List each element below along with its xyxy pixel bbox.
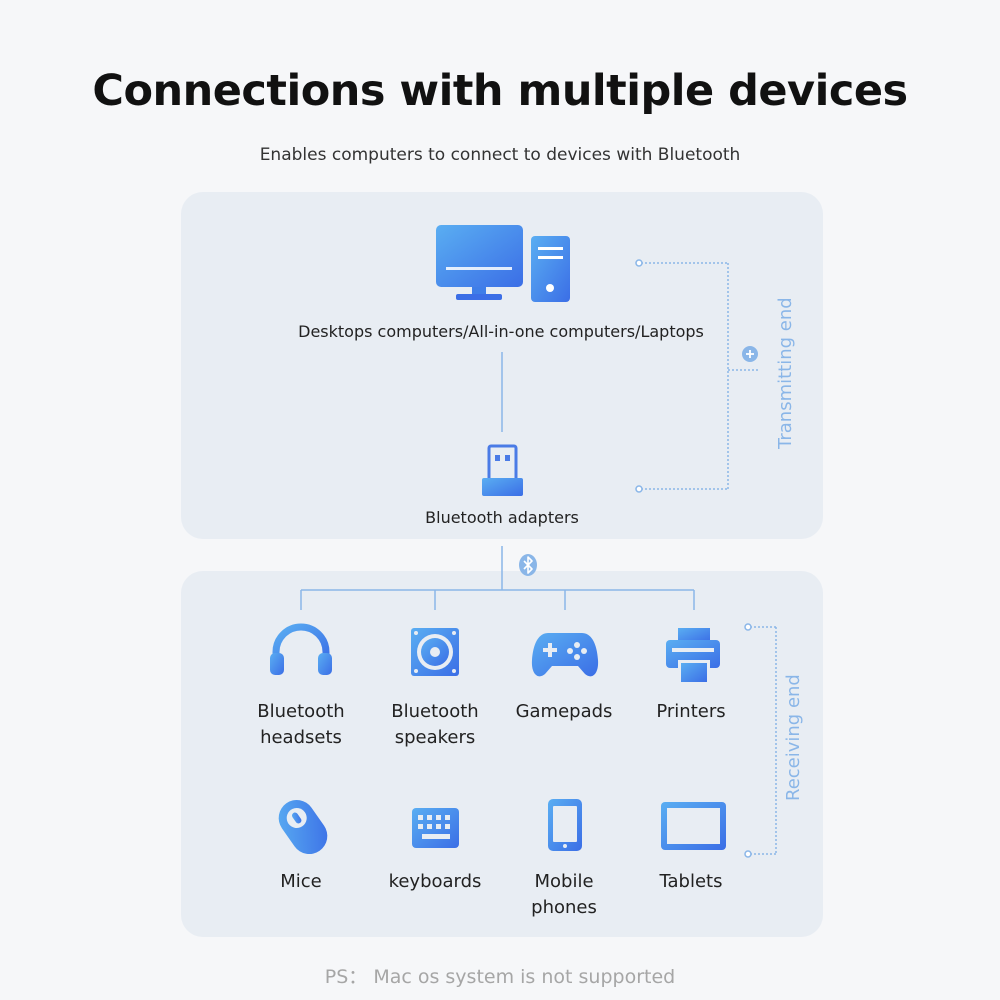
- desktop-label: Desktops computers/All-in-one computers/…: [298, 322, 704, 341]
- speaker-icon: [411, 628, 459, 676]
- phone-icon: [548, 799, 582, 851]
- gamepad-icon: [531, 633, 599, 677]
- headset-icon: [270, 623, 332, 675]
- printer-icon: [666, 628, 720, 682]
- keyboard-icon: [412, 808, 459, 848]
- bluetooth-icon: [519, 554, 537, 576]
- device-label-tablets: Tablets: [659, 871, 723, 892]
- adapter-label: Bluetooth adapters: [425, 508, 579, 527]
- usb-adapter-icon: [482, 444, 523, 496]
- device-label-printers: Printers: [656, 701, 726, 722]
- device-label-mice: Mice: [280, 871, 322, 892]
- device-label-headsets: Bluetooth headsets: [257, 701, 345, 748]
- device-label-speakers: Bluetooth speakers: [391, 701, 479, 748]
- device-label-gamepads: Gamepads: [515, 701, 613, 722]
- page-title: Connections with multiple devices: [92, 66, 908, 116]
- receiving-end-label: Receiving end: [783, 674, 804, 801]
- mouse-icon: [278, 799, 328, 855]
- desktop-computer-icon: [436, 225, 570, 302]
- transmitting-bracket: [635, 259, 760, 493]
- device-label-phones: Mobile phones: [531, 871, 597, 918]
- device-label-keyboards: keyboards: [388, 871, 482, 892]
- receiving-bracket: [744, 623, 777, 858]
- transmitting-end-label: Transmitting end: [775, 297, 796, 449]
- tablet-icon: [661, 802, 726, 850]
- footer-note: PS： Mac os system is not supported: [324, 966, 676, 988]
- page-subtitle: Enables computers to connect to devices …: [259, 145, 741, 165]
